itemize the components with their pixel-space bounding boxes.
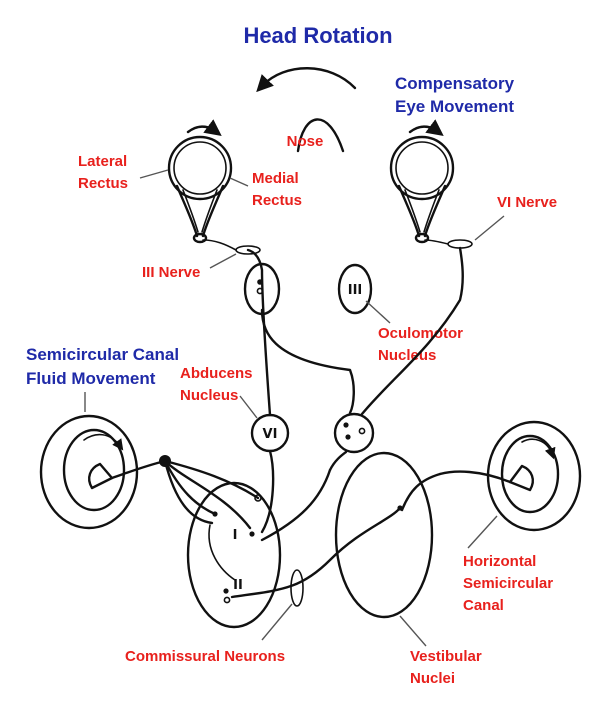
relay-nucleus	[333, 412, 375, 454]
abducens-label-line2: Nucleus	[180, 387, 238, 404]
iii-nerve-leader	[209, 253, 237, 269]
right-iii-nucleus	[337, 263, 373, 315]
lateral-rectus-label-line2: Rectus	[78, 175, 128, 192]
commissural-bundle	[290, 569, 304, 607]
horizontal-canal-label-line2: Semicircular	[463, 575, 553, 592]
nose-label: Nose	[287, 133, 324, 150]
relay-neurons	[343, 422, 366, 440]
right-vestibular-nucleus	[334, 451, 434, 619]
left-eye	[167, 119, 233, 244]
oculomotor-label-line1: Oculomotor	[378, 325, 463, 342]
compensatory-label-line1: Compensatory	[395, 74, 515, 93]
vi-nerve-leader	[474, 215, 505, 241]
abducens-label-line1: Abducens	[180, 365, 253, 382]
oculomotor-leader	[365, 300, 391, 324]
roman-iii: III	[348, 283, 363, 298]
commissural-label: Commissural Neurons	[125, 648, 285, 665]
lateral-rectus-label-line1: Lateral	[78, 153, 127, 170]
left-vestibular-nucleus	[186, 481, 282, 629]
medial-rectus-leader	[229, 177, 249, 187]
compensatory-label-line2: Eye Movement	[395, 97, 514, 116]
abducens-leader	[239, 395, 258, 419]
vestibular-label-line2: Nuclei	[410, 670, 455, 687]
horizontal-canal-label-line1: Horizontal	[463, 553, 536, 570]
lateral-rectus-leader	[139, 169, 169, 179]
commissural-leader	[261, 603, 293, 641]
roman-i: I	[233, 528, 238, 543]
right-eye	[389, 119, 455, 244]
roman-ii: II	[233, 578, 243, 593]
medial-rectus-label-line2: Rectus	[252, 192, 302, 209]
head-rotation-arrow	[256, 67, 357, 93]
canal-fluid-label-line2: Fluid Movement	[26, 369, 156, 388]
vestibular-label-line1: Vestibular	[410, 648, 482, 665]
medial-rectus-label-line1: Medial	[252, 170, 299, 187]
right-semicircular-canal	[438, 420, 582, 532]
nose-outline	[296, 118, 345, 153]
horizontal-canal-leader	[467, 515, 498, 549]
vestibular-leader	[399, 615, 427, 647]
canal-fluid-label-line1: Semicircular Canal	[26, 345, 179, 364]
vi-nerve-label: VI Nerve	[497, 194, 557, 211]
horizontal-canal-label-line3: Canal	[463, 597, 504, 614]
left-semicircular-canal	[39, 414, 171, 530]
roman-vi: VI	[263, 427, 278, 442]
neural-pathways	[163, 239, 464, 604]
diagram-title: Head Rotation	[243, 23, 392, 48]
oculomotor-label-line2: Nucleus	[378, 347, 436, 364]
iii-nerve-label: III Nerve	[142, 264, 200, 281]
